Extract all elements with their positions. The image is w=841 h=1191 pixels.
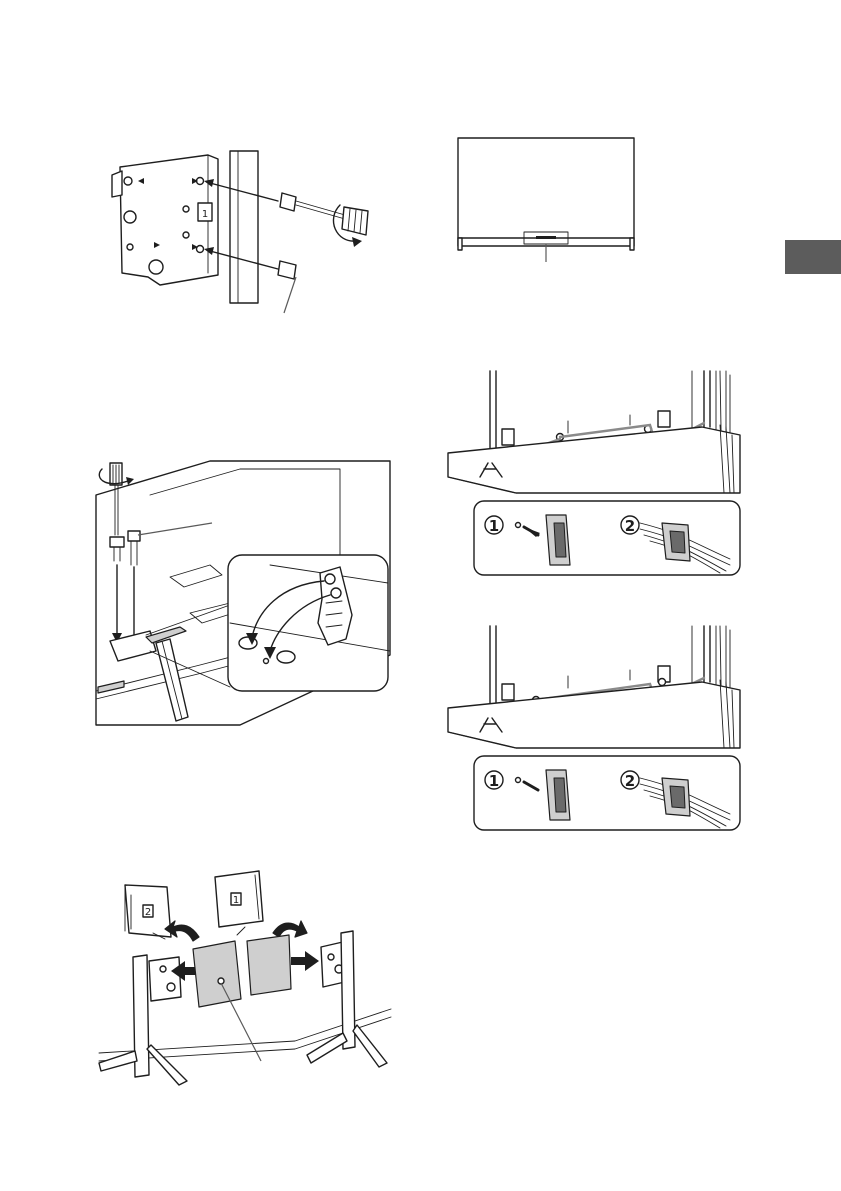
bracket-panel-number: 1 [202,209,208,220]
step-1-label-b: 1 [489,772,499,790]
cover-1-number: 1 [233,895,239,906]
section-tab [785,240,841,274]
cable-clamp-figure-a: 1 2 [440,365,745,580]
cover-2-number: 2 [145,907,151,918]
step-1-label-a: 1 [489,517,499,535]
tv-front-figure [450,130,650,270]
stand-covers-figure: 2 1 [95,865,395,1095]
bracket-screw-figure: 1 [100,145,390,320]
step-2-label-b: 2 [625,772,635,790]
step-2-label-a: 2 [625,517,635,535]
cable-clamp-figure-b: 1 2 [440,620,745,835]
stand-screw-figure [90,455,390,735]
